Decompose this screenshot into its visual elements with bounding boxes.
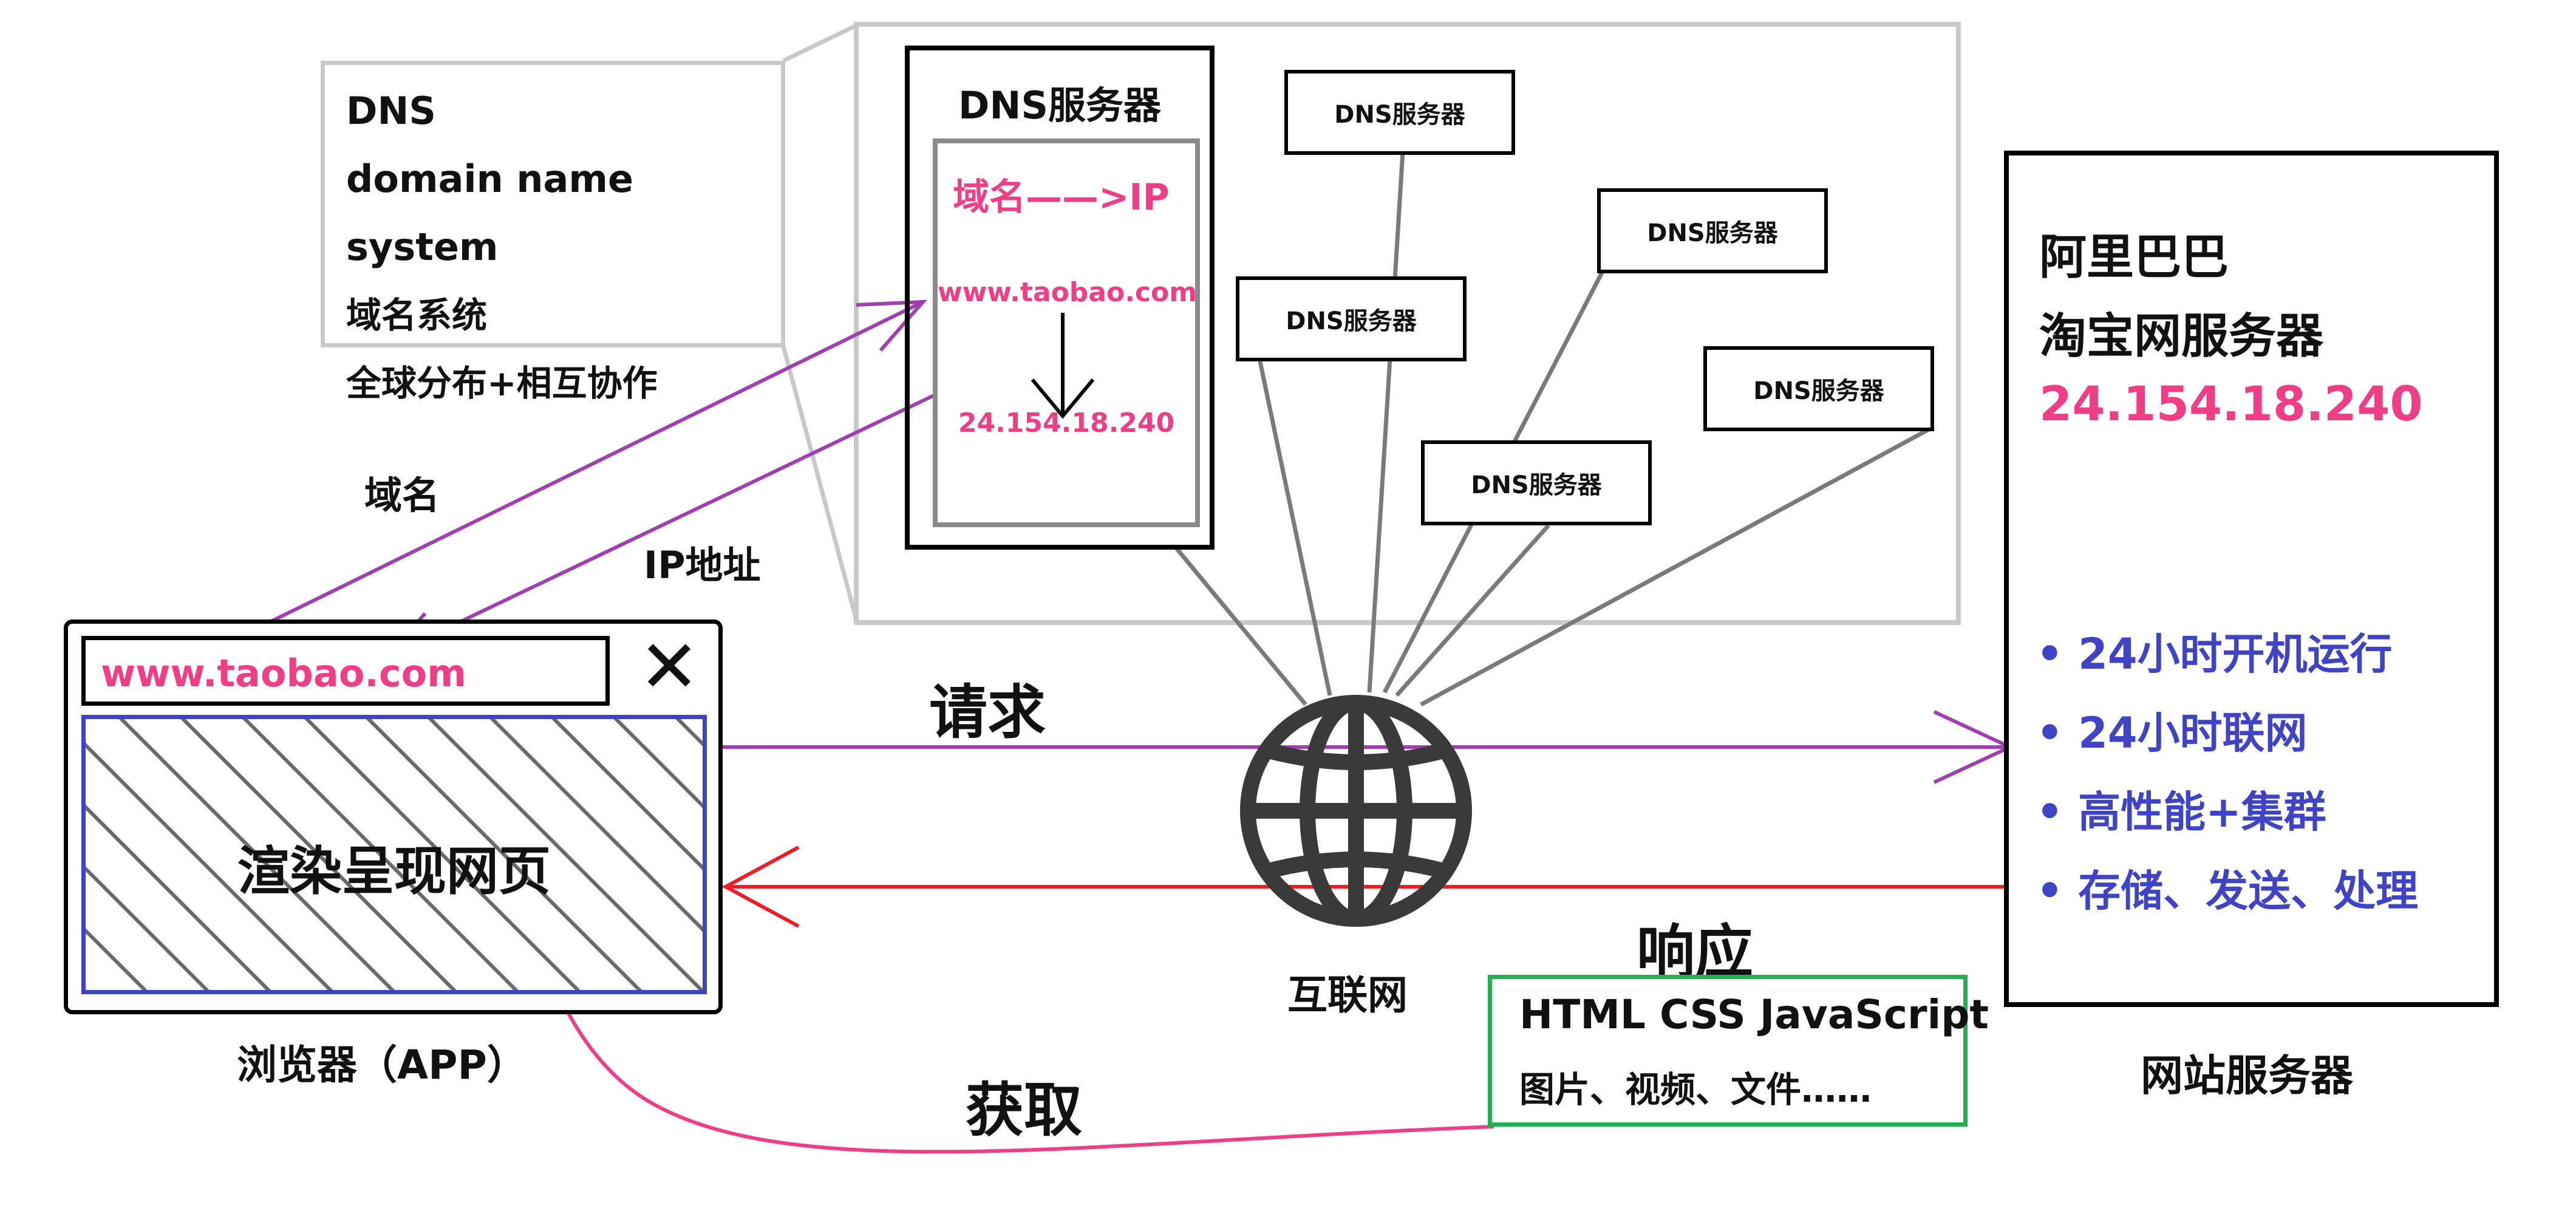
- dns-server-label: DNS服务器: [1647, 219, 1778, 247]
- close-icon[interactable]: ✕: [638, 625, 700, 709]
- dns-network-region: [854, 22, 1961, 625]
- dns-info-line: domain name system: [346, 157, 634, 269]
- dns-server-box: DNS服务器: [1597, 188, 1828, 273]
- dns-server-label: DNS服务器: [1286, 307, 1417, 335]
- dns-server-label: DNS服务器: [1753, 377, 1884, 405]
- browser-caption: 浏览器（APP）: [237, 1042, 527, 1088]
- response-arrowhead: [721, 845, 800, 928]
- dns-server-box: DNS服务器: [1703, 346, 1934, 431]
- info-connector-bottom: [781, 346, 859, 620]
- dns-info-line: 域名系统: [346, 295, 488, 336]
- dns-server-label: DNS服务器: [1334, 101, 1465, 129]
- domain-label: 域名: [364, 473, 440, 517]
- server-feature: • 存储、发送、处理: [2036, 866, 2419, 916]
- fetch-label: 获取: [966, 1076, 1082, 1144]
- domain-query-arrowhead: [856, 299, 927, 352]
- browser-content-area: 渲染呈现网页: [81, 715, 707, 994]
- internet-label: 互联网: [1287, 972, 1408, 1019]
- resolve-arrow-head: [1031, 378, 1095, 419]
- browser-window: www.taobao.com ✕ 渲染呈现网页: [64, 620, 723, 1014]
- ip-address-label: IP地址: [644, 543, 761, 587]
- dns-mapping-label: 域名——>IP: [953, 176, 1170, 219]
- request-label: 请求: [929, 678, 1046, 746]
- server-ip: 24.154.18.240: [2039, 377, 2423, 432]
- info-connector-top: [782, 23, 857, 63]
- server-feature: • 24小时联网: [2036, 708, 2308, 758]
- ip-reply-line: [387, 393, 936, 658]
- resources-line: 图片、视频、文件……: [1519, 1069, 1872, 1110]
- dns-info-box: DNS domain name system 域名系统 全球分布+相互协作: [321, 61, 785, 404]
- dns-server-label: DNS服务器: [1471, 471, 1602, 499]
- website-server-caption: 网站服务器: [2141, 1051, 2353, 1101]
- dns-main-inner: 域名——>IP www.taobao.com 24.154.18.240: [933, 138, 1200, 527]
- server-name: 淘宝网服务器: [2039, 309, 2324, 364]
- browser-content-text: 渲染呈现网页: [237, 841, 551, 902]
- domain-query-line: [193, 300, 924, 661]
- dns-info-line: DNS: [346, 89, 437, 133]
- resources-box: HTML CSS JavaScript 图片、视频、文件……: [1488, 975, 1989, 1127]
- dns-main-server: DNS服务器 域名——>IP www.taobao.com 24.154.18.…: [905, 46, 1215, 550]
- globe-icon: [1240, 695, 1472, 927]
- website-server-box: 阿里巴巴 淘宝网服务器 24.154.18.240 • 24小时开机运行 • 2…: [2004, 151, 2499, 1007]
- dns-main-title: DNS服务器: [958, 83, 1161, 128]
- dns-main-domain: www.taobao.com: [938, 277, 1198, 308]
- dns-server-box: DNS服务器: [1284, 70, 1515, 155]
- server-feature: • 高性能+集群: [2036, 787, 2326, 837]
- dns-server-box: DNS服务器: [1236, 276, 1467, 361]
- browser-url: www.taobao.com: [101, 651, 466, 695]
- dns-info-line: 全球分布+相互协作: [346, 363, 658, 404]
- dns-server-box: DNS服务器: [1421, 440, 1652, 525]
- browser-address-bar[interactable]: www.taobao.com: [81, 636, 610, 706]
- server-owner: 阿里巴巴: [2039, 230, 2229, 285]
- dns-main-ip: 24.154.18.240: [958, 408, 1175, 439]
- server-feature: • 24小时开机运行: [2036, 629, 2393, 679]
- resources-line: HTML CSS JavaScript: [1519, 991, 1989, 1038]
